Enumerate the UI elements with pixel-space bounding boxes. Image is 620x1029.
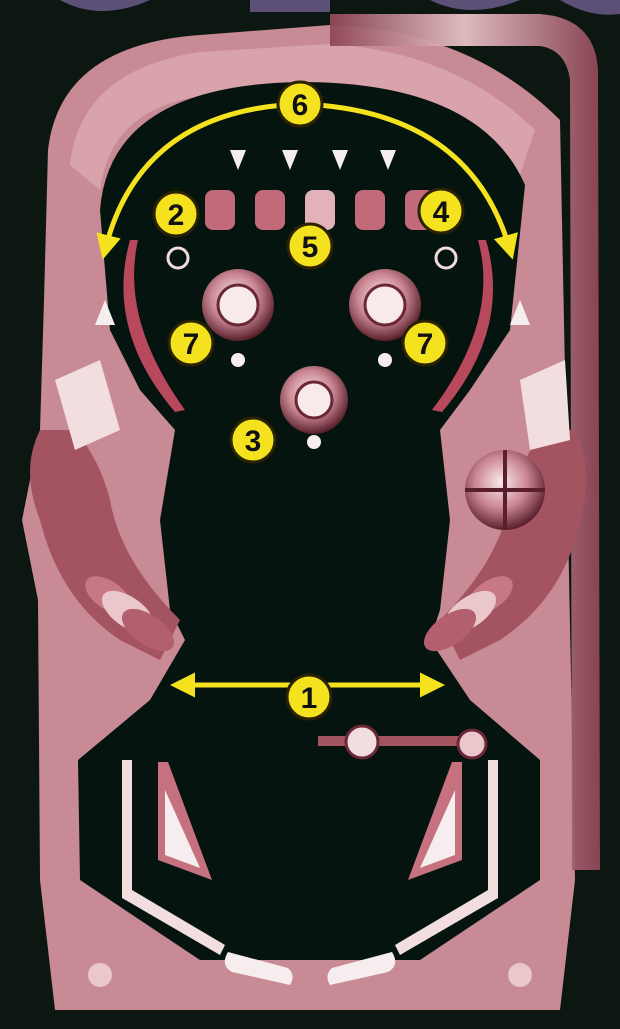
callout-number: 6 — [292, 89, 309, 122]
callout-badge-c6: 6 — [278, 82, 322, 126]
side-target-wheel — [465, 450, 545, 530]
callout-badge-c4: 4 — [419, 189, 463, 233]
callout-badge-c7b: 7 — [403, 321, 447, 365]
pop-bumper-center — [280, 366, 348, 434]
callout-number: 7 — [417, 328, 434, 361]
callout-number: 2 — [168, 199, 185, 232]
callout-number: 5 — [302, 231, 319, 264]
callout-badge-c1: 1 — [287, 675, 331, 719]
callout-badge-c2: 2 — [154, 192, 198, 236]
callout-number: 4 — [433, 196, 450, 229]
callout-badge-c5: 5 — [288, 224, 332, 268]
callout-number: 7 — [183, 328, 200, 361]
callout-badge-c7a: 7 — [169, 321, 213, 365]
callout-badge-c3: 3 — [231, 418, 275, 462]
callout-number: 1 — [301, 682, 318, 715]
pop-bumper-left — [202, 269, 274, 341]
callout-number: 3 — [245, 425, 262, 458]
